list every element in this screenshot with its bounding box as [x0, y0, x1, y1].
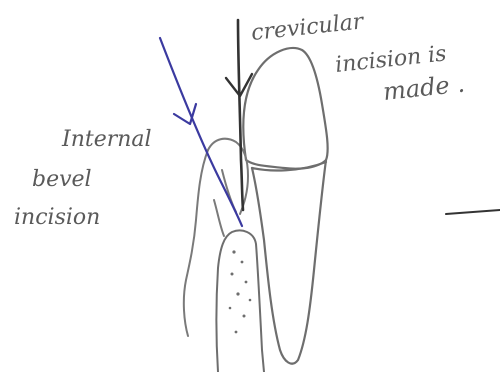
- internal-bevel-arrow-shaft: [160, 38, 242, 226]
- crevicular-label-line3: made .: [382, 70, 466, 106]
- tooth-crown-outline: [243, 48, 327, 169]
- bone-dot: [249, 299, 252, 302]
- internal-bevel-incision-arrow: [160, 38, 242, 226]
- gingiva-inner-outline: [184, 150, 208, 336]
- bone-dot: [245, 281, 248, 284]
- crevicular-label: crevicular incision is made .: [250, 9, 466, 106]
- tooth: [243, 48, 327, 364]
- internal-label-line2: bevel: [32, 167, 92, 192]
- bone-dot: [231, 273, 234, 276]
- alveolar-bone: [217, 231, 265, 372]
- bone-stipple: [229, 250, 252, 333]
- internal-bevel-label: Internal bevel incision: [14, 127, 152, 230]
- crevicular-arrow-shaft: [238, 20, 243, 210]
- crevicular-label-line1: crevicular: [250, 9, 366, 46]
- tooth-root-outline: [252, 160, 326, 364]
- reference-line: [446, 210, 500, 214]
- gingiva-sulcus-line: [222, 170, 236, 212]
- internal-label-line3: incision: [14, 205, 100, 230]
- bone-dot: [235, 331, 238, 334]
- internal-label-line1: Internal: [61, 127, 152, 152]
- bone-dot: [243, 315, 246, 318]
- bone-dot: [241, 261, 244, 264]
- bone-dot: [229, 307, 232, 310]
- bone-outline: [217, 231, 265, 372]
- bone-dot: [236, 292, 239, 295]
- bone-dot: [232, 250, 235, 253]
- flap-margin-line: [214, 200, 224, 236]
